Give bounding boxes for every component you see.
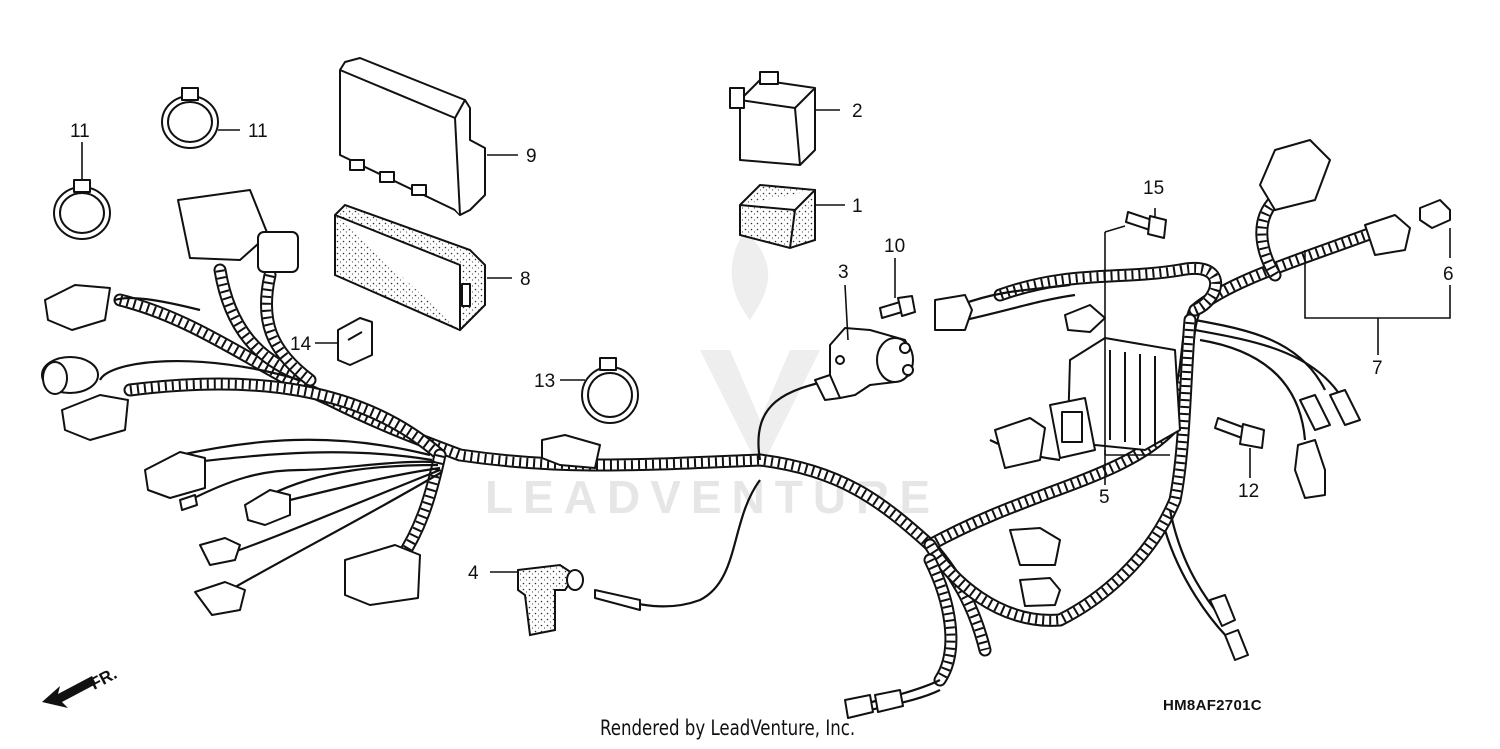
relay-cover (739, 183, 816, 250)
connector-6 (1419, 199, 1451, 229)
callouts: 1 2 3 4 5 6 7 8 9 10 11 11 12 13 14 15 (70, 101, 1454, 584)
credit-line: Rendered by LeadVenture, Inc. (600, 716, 856, 740)
relay (729, 71, 816, 166)
callout-14: 14 (290, 334, 312, 355)
spark-plug-cap (517, 563, 641, 637)
callout-6: 6 (1443, 264, 1454, 285)
callout-7: 7 (1372, 358, 1383, 379)
callout-2: 2 (852, 101, 863, 122)
callout-4: 4 (468, 563, 479, 584)
clip-14 (337, 317, 373, 366)
starter-relay (814, 327, 914, 401)
watermark-text: LEADVENTURE (485, 471, 941, 523)
callout-15: 15 (1143, 178, 1164, 199)
bolt-15 (1125, 211, 1167, 239)
callout-5: 5 (1099, 487, 1110, 508)
bolt-12 (1214, 417, 1265, 449)
ecu-rubber-cover (334, 203, 486, 332)
callout-11-top: 11 (248, 121, 268, 142)
callout-1: 1 (852, 196, 863, 217)
front-direction-label: FR. (87, 664, 120, 694)
callout-12: 12 (1238, 481, 1259, 502)
ecu-unit (339, 57, 486, 216)
front-direction-arrow: FR. (42, 664, 120, 708)
callout-9: 9 (526, 146, 537, 167)
leader-lines (81, 109, 1451, 573)
band-13 (581, 357, 639, 424)
regulator-rectifier (1049, 337, 1181, 459)
callout-8: 8 (520, 269, 531, 290)
diagram-code: HM8AF2701C (1163, 697, 1262, 714)
band-11-left (53, 179, 111, 240)
callout-10: 10 (884, 236, 905, 257)
band-11-top (161, 87, 219, 149)
callout-3: 3 (838, 262, 849, 283)
watermark-logo (700, 230, 820, 470)
callout-11-left: 11 (70, 121, 90, 142)
callout-13: 13 (534, 371, 555, 392)
connector-group (41, 139, 1411, 719)
branch-wires (99, 283, 1341, 712)
bolt-10 (879, 295, 916, 319)
